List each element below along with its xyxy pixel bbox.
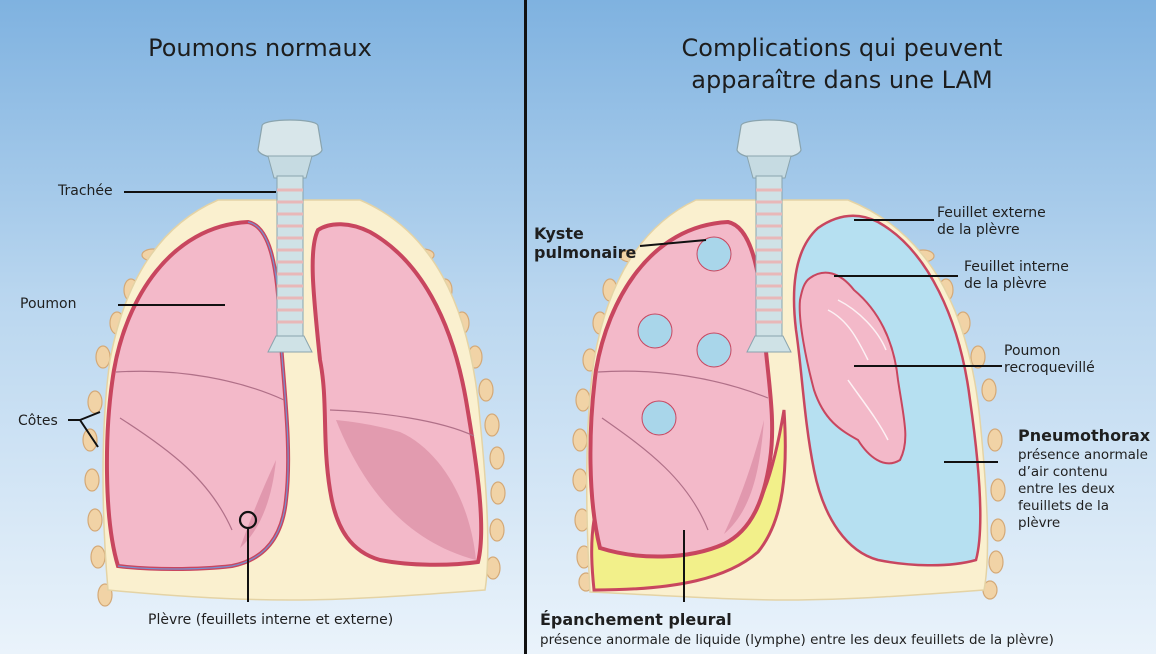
normal-lungs-illustration: [0, 0, 524, 654]
feuillet-externe-line2: de la plèvre: [937, 222, 1046, 239]
poumon-recro-line1: Poumon: [1004, 343, 1095, 360]
lam-complications-panel: Complications qui peuvent apparaître dan…: [528, 0, 1156, 654]
label-feuillet-interne: Feuillet interne de la plèvre: [964, 259, 1069, 293]
feuillet-interne-line2: de la plèvre: [964, 276, 1069, 293]
kyste-line1: Kyste: [534, 224, 636, 243]
label-kyste: Kyste pulmonaire: [534, 224, 636, 262]
feuillet-externe-line1: Feuillet externe: [937, 205, 1046, 222]
label-poumon-recroqueville: Poumon recroquevillé: [1004, 343, 1095, 377]
right-title-line2: apparaître dans une LAM: [672, 64, 1012, 96]
lam-complications-illustration: [528, 0, 1156, 654]
pneumothorax-desc-line: entre les deux: [1018, 481, 1148, 498]
right-panel-title: Complications qui peuvent apparaître dan…: [672, 32, 1012, 96]
left-panel-title: Poumons normaux: [110, 32, 410, 64]
panel-divider: [524, 0, 527, 654]
label-cotes: Côtes: [18, 413, 58, 430]
poumon-recro-line2: recroquevillé: [1004, 360, 1095, 377]
label-feuillet-externe: Feuillet externe de la plèvre: [937, 205, 1046, 239]
pneumothorax-desc-line: plèvre: [1018, 515, 1148, 532]
pneumothorax-desc-line: présence anormale: [1018, 447, 1148, 464]
label-plevre: Plèvre (feuillets interne et externe): [148, 612, 393, 629]
label-pneumothorax: Pneumothorax: [1018, 426, 1150, 445]
feuillet-interne-line1: Feuillet interne: [964, 259, 1069, 276]
normal-lungs-panel: Poumons normaux Trachée Poumon Côtes Plè…: [0, 0, 524, 654]
label-poumon: Poumon: [20, 296, 76, 313]
right-title-line1: Complications qui peuvent: [672, 32, 1012, 64]
pneumothorax-desc-line: feuillets de la: [1018, 498, 1148, 515]
pneumothorax-desc-line: d’air contenu: [1018, 464, 1148, 481]
kyste-line2: pulmonaire: [534, 243, 636, 262]
pneumothorax-description: présence anormale d’air contenu entre le…: [1018, 447, 1148, 532]
label-trachee: Trachée: [58, 183, 113, 200]
epanchement-description: présence anormale de liquide (lymphe) en…: [540, 632, 1054, 649]
label-epanchement: Épanchement pleural: [540, 610, 732, 629]
